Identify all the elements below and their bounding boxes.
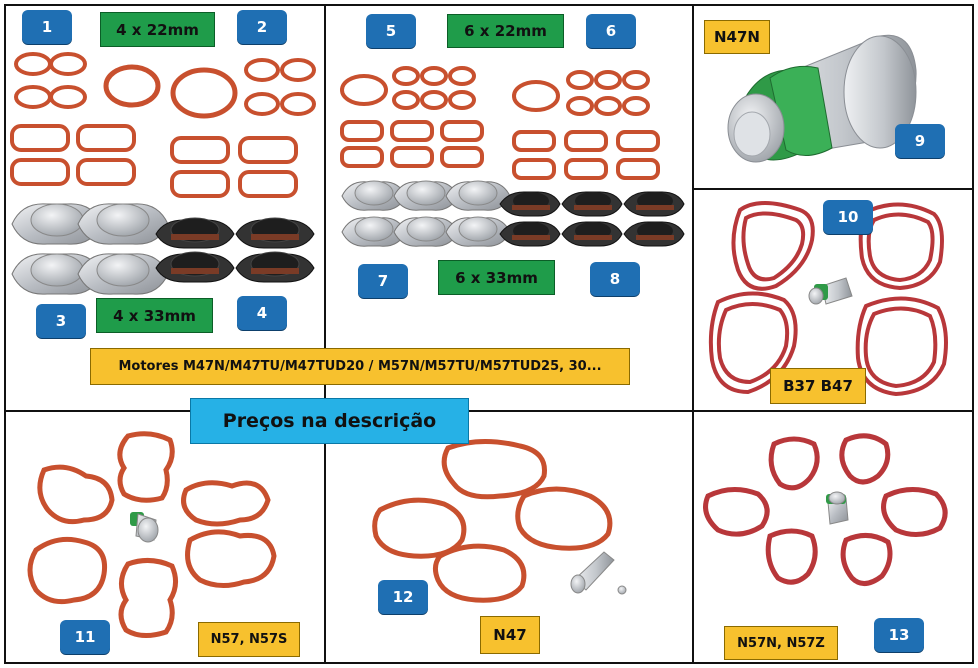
- badge-8: 8: [590, 262, 640, 296]
- part-1-large-ring: [103, 64, 238, 119]
- label-engines: Motores M47N/M47TU/M47TUD20 / M57N/M57TU…: [90, 348, 630, 385]
- badge-7: 7: [358, 264, 408, 298]
- label-n47n: N47N: [704, 20, 770, 54]
- prices-banner: Preços na descrição: [190, 398, 469, 444]
- label-size-4x22: 4 x 22mm: [100, 12, 215, 47]
- label-size-4x33: 4 x 33mm: [96, 298, 213, 333]
- part-5-rings: [340, 66, 476, 110]
- label-size-6x22: 6 x 22mm: [447, 14, 564, 48]
- part-6-rings: [512, 70, 650, 116]
- badge-2: 2: [237, 10, 287, 44]
- badge-11: 11: [60, 620, 110, 654]
- part-5-rect-gaskets: [340, 120, 484, 168]
- part-11-plug: [130, 512, 159, 543]
- part-13-plug: [826, 491, 849, 525]
- part-8-black-flaps: [499, 191, 685, 247]
- label-n57n-n57z: N57N, N57Z: [724, 626, 838, 660]
- part-12-plug: [570, 551, 627, 595]
- badge-1: 1: [22, 10, 72, 44]
- badge-10: 10: [823, 200, 873, 234]
- badge-4: 4: [237, 296, 287, 330]
- part-6-rect-gaskets: [512, 130, 660, 180]
- part-1-o-rings: [14, 52, 87, 109]
- part-2-rect-gaskets: [170, 136, 298, 198]
- label-b37-b47: B37 B47: [770, 368, 866, 404]
- part-13-gaskets: [703, 433, 948, 586]
- badge-3: 3: [36, 304, 86, 338]
- badge-13: 13: [874, 618, 924, 652]
- part-1-rect-gaskets: [10, 124, 136, 186]
- label-n47: N47: [480, 616, 540, 654]
- badge-9: 9: [895, 124, 945, 158]
- panel-bottom-left: [4, 410, 326, 664]
- part-3-metal-flaps: [11, 203, 169, 295]
- panel-bottom-right: [692, 410, 974, 664]
- part-7-metal-flaps: [341, 180, 511, 247]
- part-2-o-rings: [244, 58, 316, 116]
- badge-5: 5: [366, 14, 416, 48]
- badge-12: 12: [378, 580, 428, 614]
- label-size-6x33: 6 x 33mm: [438, 260, 555, 295]
- part-10-plug: [808, 277, 853, 305]
- part-4-black-flaps: [155, 217, 315, 283]
- part-12-gaskets: [372, 438, 613, 603]
- part-9-cone-plug: [727, 34, 917, 163]
- label-n57-n57s: N57, N57S: [198, 622, 300, 657]
- badge-6: 6: [586, 14, 636, 48]
- part-11-gaskets: [27, 431, 277, 638]
